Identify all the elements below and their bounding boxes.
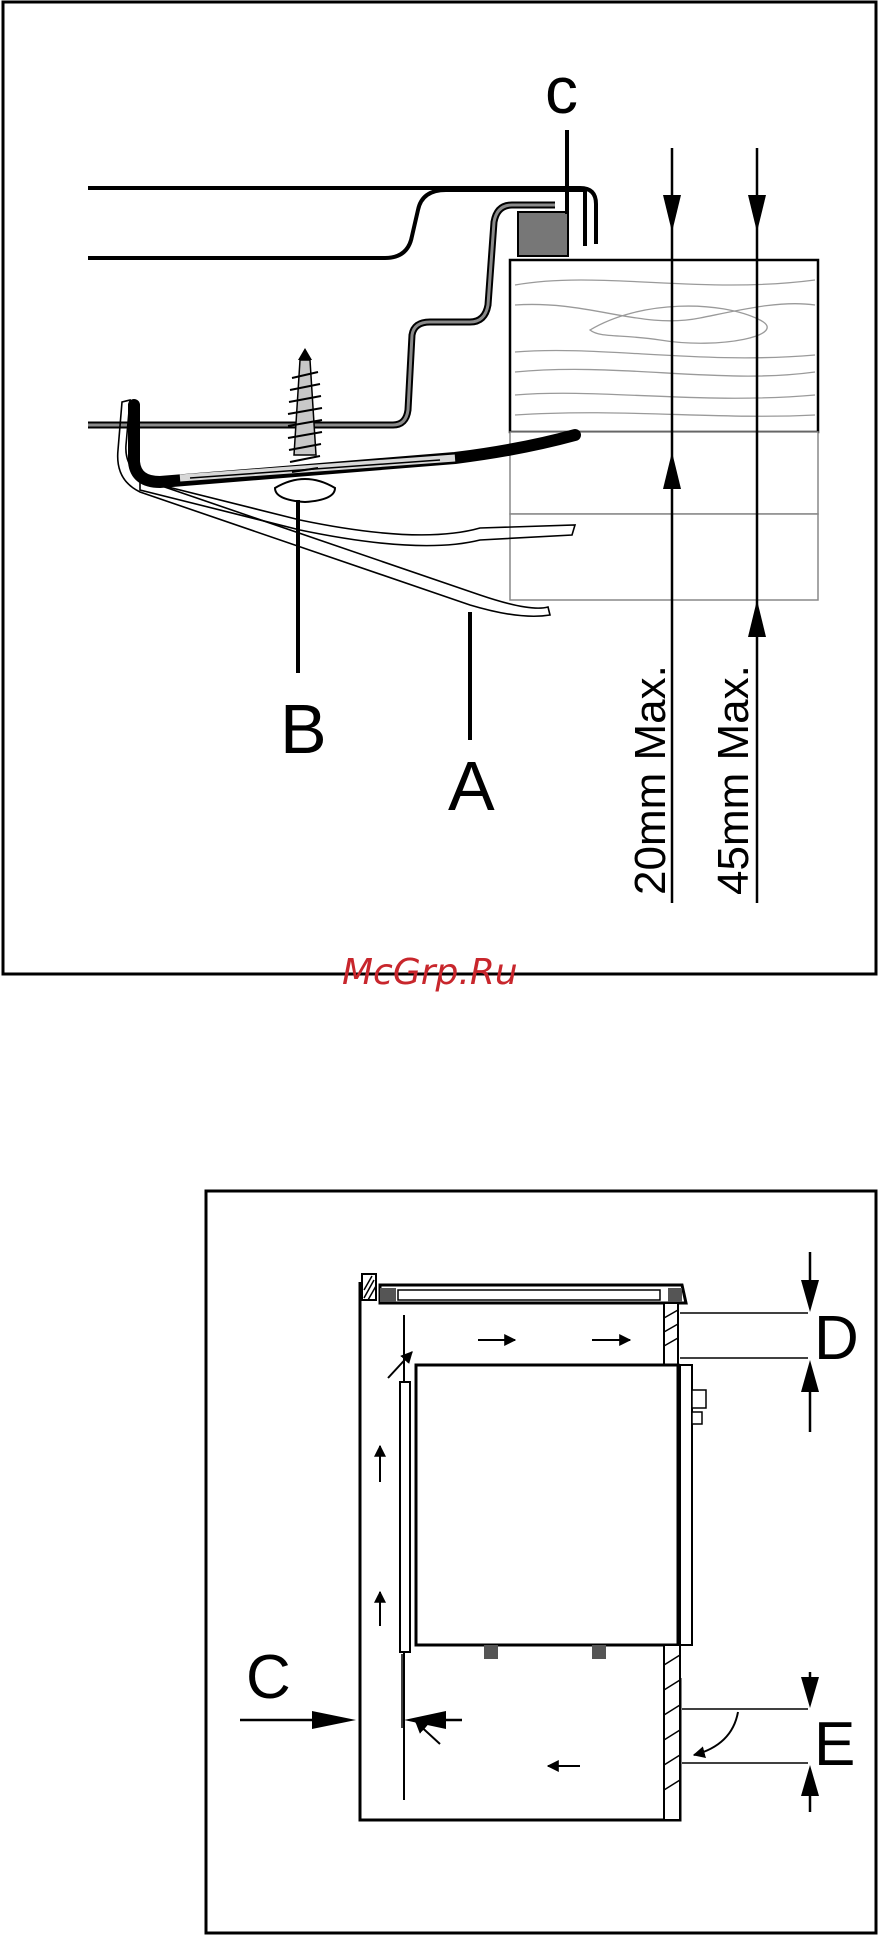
- label-c-gap: C: [246, 1643, 291, 1712]
- worktop-edge: [362, 1274, 376, 1300]
- label-b: B: [280, 690, 327, 768]
- watermark: McGrp.Ru: [342, 952, 518, 993]
- front-panel-upper: [664, 1303, 678, 1365]
- hob-body-outline-inner: [88, 205, 555, 425]
- hob-top: [380, 1285, 686, 1303]
- figure-top-worktop-clamp: c B A 20mm Max. 45mm Max.: [3, 2, 876, 974]
- seal-c: [518, 212, 568, 256]
- dim-45mm-label: 45mm Max.: [709, 665, 758, 895]
- label-a: A: [448, 747, 495, 825]
- front-panel-lower: [664, 1645, 680, 1820]
- oven-box: [400, 1365, 706, 1659]
- clamp-bracket-a: [118, 400, 575, 616]
- airflow-arrow: [388, 1352, 412, 1378]
- gap-e: [682, 1672, 819, 1812]
- label-c: c: [545, 53, 578, 127]
- worktop: [510, 260, 818, 432]
- dim-20mm-label: 20mm Max.: [626, 665, 675, 895]
- label-e: E: [814, 1710, 855, 1779]
- cabinet-side: [510, 432, 818, 600]
- label-d: D: [814, 1304, 859, 1373]
- airflow-arrow: [694, 1712, 738, 1755]
- figure-bottom-ventilation: D E C: [206, 1191, 876, 1933]
- hob-plate-inner: [88, 190, 585, 258]
